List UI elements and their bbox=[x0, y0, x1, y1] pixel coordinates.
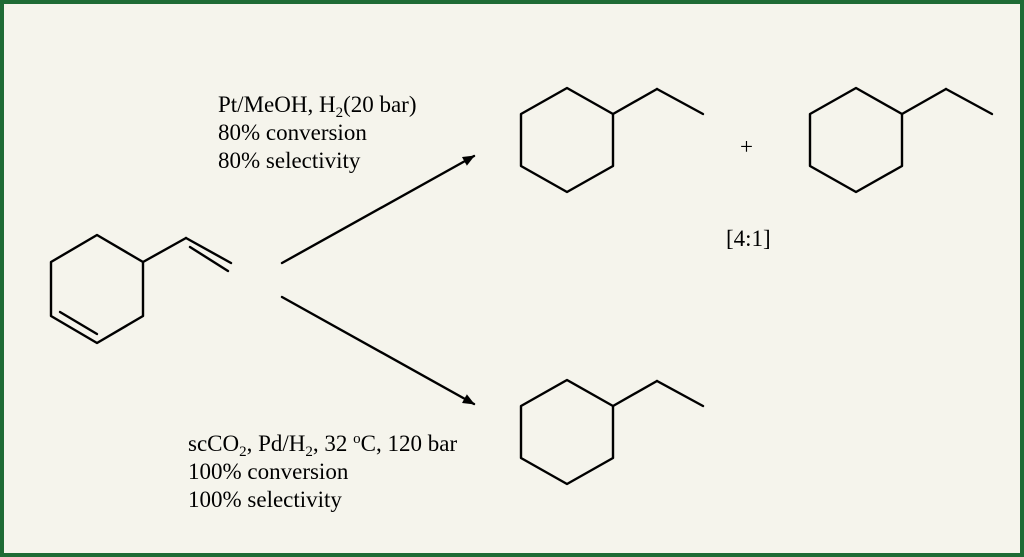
molecule-ethylcyclohexane-top-1 bbox=[519, 86, 705, 194]
molecule-ethylcyclohexane-top-2 bbox=[808, 86, 994, 194]
bottom-route-conversion: 100% conversion bbox=[188, 459, 349, 484]
top-route-line-1: Pt/MeOH, H2(20 bar) bbox=[218, 92, 417, 121]
top-route-conversion: 80% conversion bbox=[218, 120, 367, 145]
molecule-ethylcyclohexane-bottom bbox=[519, 378, 705, 486]
bottom-route-line-1: scCO2, Pd/H2, 32 oC, 120 bar bbox=[188, 431, 458, 460]
bottom-route-conditions: scCO2, Pd/H2, 32 oC, 120 bar 100% conver… bbox=[188, 430, 457, 514]
top-route-selectivity: 80% selectivity bbox=[218, 148, 361, 173]
ratio-label: [4:1] bbox=[726, 226, 771, 251]
molecule-vinylcyclohexene bbox=[49, 233, 233, 345]
top-route-conditions: Pt/MeOH, H2(20 bar) 80% conversion 80% s… bbox=[218, 91, 417, 175]
plus-sign: + bbox=[740, 134, 753, 159]
bottom-route-selectivity: 100% selectivity bbox=[188, 487, 342, 512]
arrow-top-route bbox=[280, 154, 476, 265]
arrow-bottom-route bbox=[280, 295, 476, 406]
